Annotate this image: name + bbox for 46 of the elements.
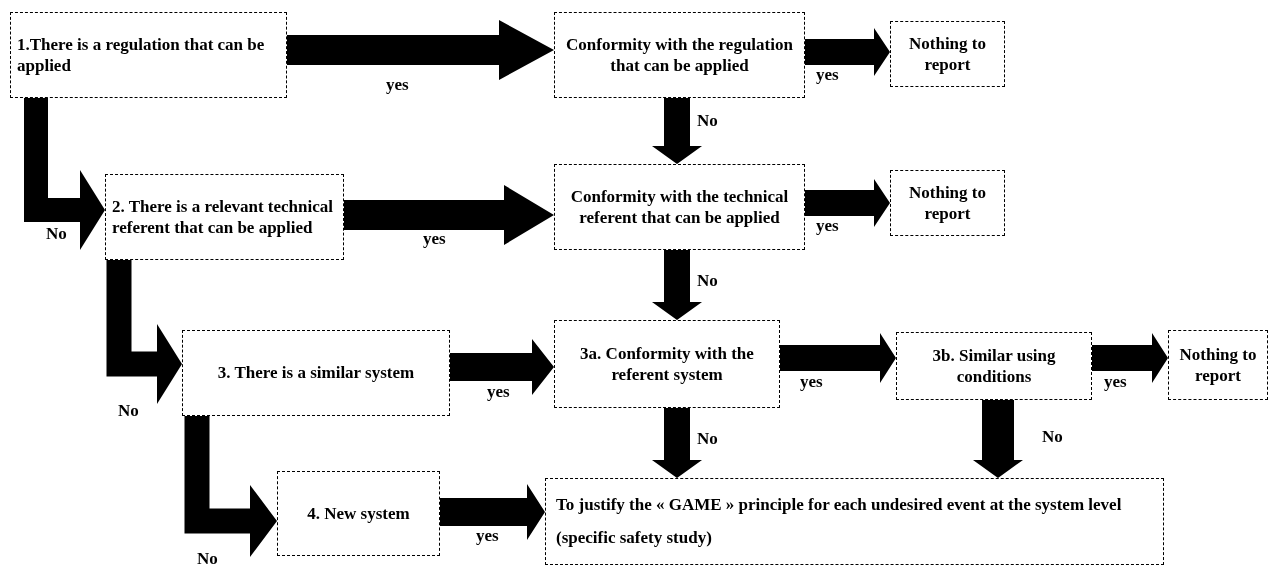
block-arrow (805, 28, 890, 76)
block-arrow (184, 416, 277, 557)
process-box (554, 320, 780, 408)
box-text: 4. New system (307, 502, 410, 525)
box-text: 3. There is a similar system (217, 362, 415, 384)
box-text: 3a. Conformity with the referent system (579, 342, 755, 386)
box-text: 1.There is a regulation that can be applied (17, 33, 266, 77)
block-arrow (1092, 333, 1168, 383)
edge-label: No (46, 225, 67, 242)
box-text: Nothing to report (908, 32, 987, 76)
block-arrow (344, 185, 554, 245)
box-text: 3b. Similar using conditions (931, 344, 1057, 388)
box-text: Nothing to report (1178, 343, 1258, 387)
process-box (890, 21, 1005, 87)
process-box (182, 330, 450, 416)
block-arrow (287, 20, 554, 80)
box-text: Conformity with the technical referent that can be applied (569, 185, 790, 229)
process-box (105, 174, 344, 260)
block-arrow (652, 98, 702, 164)
block-arrow (973, 400, 1023, 478)
process-box (1168, 330, 1268, 400)
block-arrow (780, 333, 896, 383)
process-box (896, 332, 1092, 400)
process-box (890, 170, 1005, 236)
edge-label: No (697, 430, 718, 447)
block-arrow (652, 408, 702, 478)
process-box (554, 12, 805, 98)
block-arrow (24, 98, 105, 250)
process-box (277, 471, 440, 556)
block-arrow (440, 484, 545, 540)
box-text: Conformity with the regulation that can be applied (565, 33, 794, 77)
edge-label: No (1042, 428, 1063, 445)
box-text: 2. There is a relevant technical referent that can be applied (112, 195, 334, 239)
block-arrow (652, 250, 702, 320)
box-text: To justify the « GAME » principle for each undesired event at the system level (specific safety study) (556, 494, 1123, 549)
block-arrow (106, 260, 182, 404)
block-arrow (450, 339, 554, 395)
process-box (554, 164, 805, 250)
edge-label: No (697, 112, 718, 129)
edge-label: No (118, 402, 139, 419)
box-text: Nothing to report (908, 181, 987, 225)
edge-label: No (697, 272, 718, 289)
edge-label: No (197, 550, 218, 567)
process-box (10, 12, 287, 98)
block-arrow (805, 179, 890, 227)
process-box (545, 478, 1164, 565)
